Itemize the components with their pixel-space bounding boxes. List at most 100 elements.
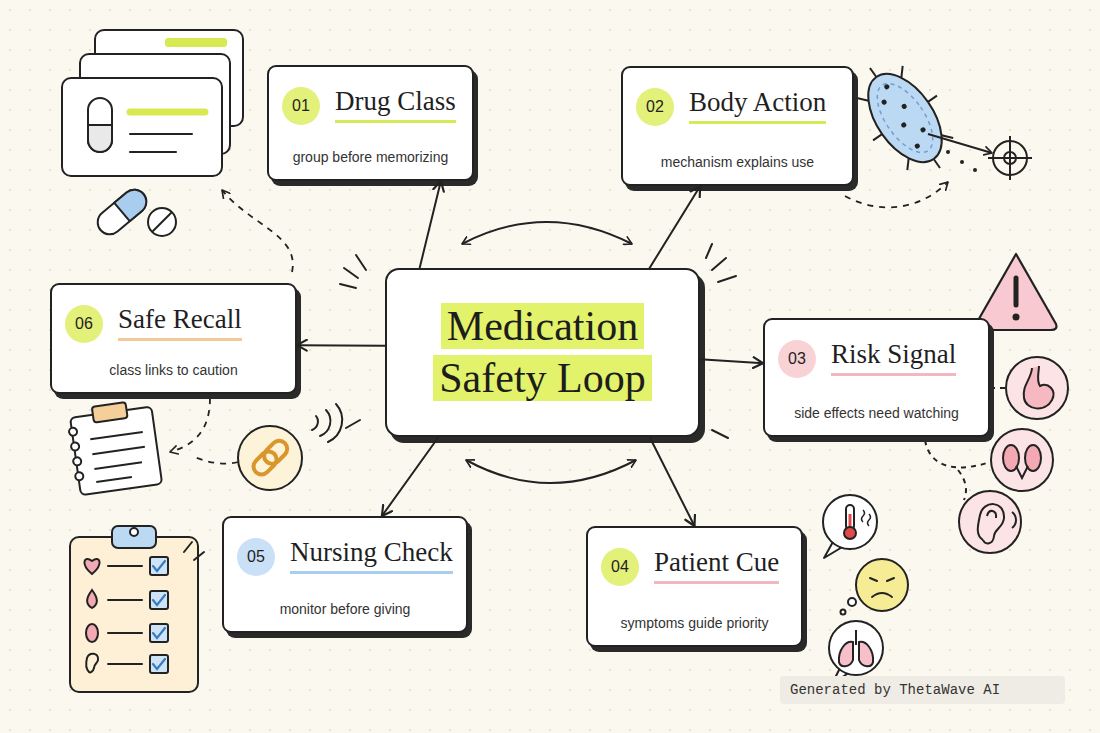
- clipboard: [87, 590, 97, 608]
- step-title: Risk Signal: [831, 338, 956, 376]
- organ-icons: [1024, 366, 1054, 408]
- clipboard: [108, 663, 142, 665]
- step-box: 06Safe Recallclass links to caution: [50, 283, 297, 394]
- microbe: [988, 157, 1032, 159]
- notebook: [92, 402, 128, 423]
- organ-icons: [959, 491, 1021, 553]
- microbe: [960, 160, 964, 164]
- notebook: [94, 462, 142, 469]
- symptom-bubbles: [844, 527, 856, 539]
- step-note: symptoms guide priority: [588, 615, 801, 632]
- connector-arrow: [650, 437, 695, 526]
- accent-ticks: [340, 244, 736, 438]
- symptom-bubbles: [841, 610, 846, 615]
- notebook: [92, 447, 144, 454]
- step-box: 01Drug Classgroup before memorizing: [267, 65, 474, 181]
- clipboard: [86, 654, 98, 673]
- pill-cards: [130, 133, 192, 135]
- organ-icons: [990, 387, 1005, 389]
- clipboard: [70, 526, 204, 692]
- step-box: 02Body Actionmechanism explains use: [621, 66, 854, 186]
- chain-icon: [250, 437, 290, 477]
- step-note: mechanism explains use: [623, 154, 852, 171]
- notebook: [75, 472, 84, 481]
- microbe: [866, 74, 943, 161]
- step-number: 05: [237, 538, 275, 576]
- watermark-label: Generated by ThetaWave AI: [780, 676, 1065, 704]
- warning-triangle: [975, 254, 1056, 330]
- organ-icons: [1006, 357, 1068, 419]
- notebook: [66, 399, 162, 496]
- microbe: [853, 61, 956, 175]
- symptom-bubbles: [829, 621, 883, 675]
- step-number: 06: [65, 305, 103, 343]
- dashed-arrow: [170, 398, 210, 452]
- connector-arrow: [382, 437, 439, 516]
- microbe: [928, 134, 992, 153]
- step-box: 04Patient Cuesymptoms guide priority: [586, 526, 803, 647]
- microbe: [857, 93, 869, 105]
- step-box: 05Nursing Checkmonitor before giving: [222, 516, 468, 633]
- microbe: [900, 121, 907, 128]
- warning-triangle: [975, 254, 1056, 330]
- notebook: [96, 477, 132, 482]
- microbe: [883, 83, 890, 90]
- accent-ticks: [344, 268, 358, 278]
- hub-text-wrap: Medication Safety Loop: [412, 301, 674, 403]
- microbe: [838, 46, 972, 191]
- organ-icons: [925, 440, 990, 467]
- symptom-bubbles: [872, 593, 892, 597]
- step-title: Drug Class: [335, 85, 456, 123]
- pill-cards: [130, 151, 176, 153]
- step-number: 02: [636, 88, 674, 126]
- accent-ticks: [356, 255, 366, 270]
- microbe: [838, 46, 1032, 191]
- chain-icon: [238, 404, 342, 490]
- step-title: Safe Recall: [118, 303, 242, 341]
- step-title: Patient Cue: [654, 546, 779, 584]
- organ-icons: [978, 504, 1004, 543]
- organ-icons: [1012, 512, 1016, 528]
- pills: [93, 185, 151, 239]
- pills: [93, 185, 176, 239]
- organ-icons: [991, 429, 1053, 491]
- pill-cards: [62, 30, 243, 176]
- step-number: 01: [282, 87, 320, 125]
- symptom-bubbles: [823, 495, 877, 549]
- microbe: [914, 143, 921, 150]
- clipboard: [86, 624, 98, 642]
- symptom-bubbles: [855, 630, 857, 645]
- accent-ticks: [712, 430, 728, 438]
- step-box: 03Risk Signalside effects need watching: [763, 318, 990, 437]
- symptom-bubbles: [839, 642, 853, 667]
- accent-ticks: [712, 258, 726, 270]
- symptom-bubbles: [862, 510, 871, 526]
- dashed-arrow: [845, 182, 948, 207]
- loop-arrows: [466, 460, 636, 483]
- clipboard: [108, 565, 142, 567]
- microbe: [870, 68, 876, 77]
- clipboard: [108, 632, 142, 634]
- organ-icons: [1016, 466, 1028, 478]
- clipboard: [153, 561, 165, 669]
- connector-arrow: [650, 186, 701, 268]
- organ-icons: [958, 470, 966, 500]
- microbe: [873, 134, 882, 140]
- dashed-line: [192, 456, 238, 464]
- symptom-bubbles: [859, 642, 873, 667]
- microbe: [946, 150, 950, 154]
- chain-icon: [312, 404, 342, 442]
- microbe: [973, 168, 977, 172]
- symptom-bubbles: [870, 578, 894, 581]
- notebook: [90, 432, 142, 439]
- step-number: 03: [778, 340, 816, 378]
- pills: [152, 212, 172, 232]
- symptom-bubbles: [823, 495, 908, 684]
- clipboard: [108, 599, 142, 601]
- microbe: [901, 103, 908, 110]
- pill-cards: [88, 98, 112, 152]
- loop-arrows: [462, 222, 632, 244]
- symptom-bubbles: [848, 598, 856, 606]
- clipboard: [84, 559, 99, 574]
